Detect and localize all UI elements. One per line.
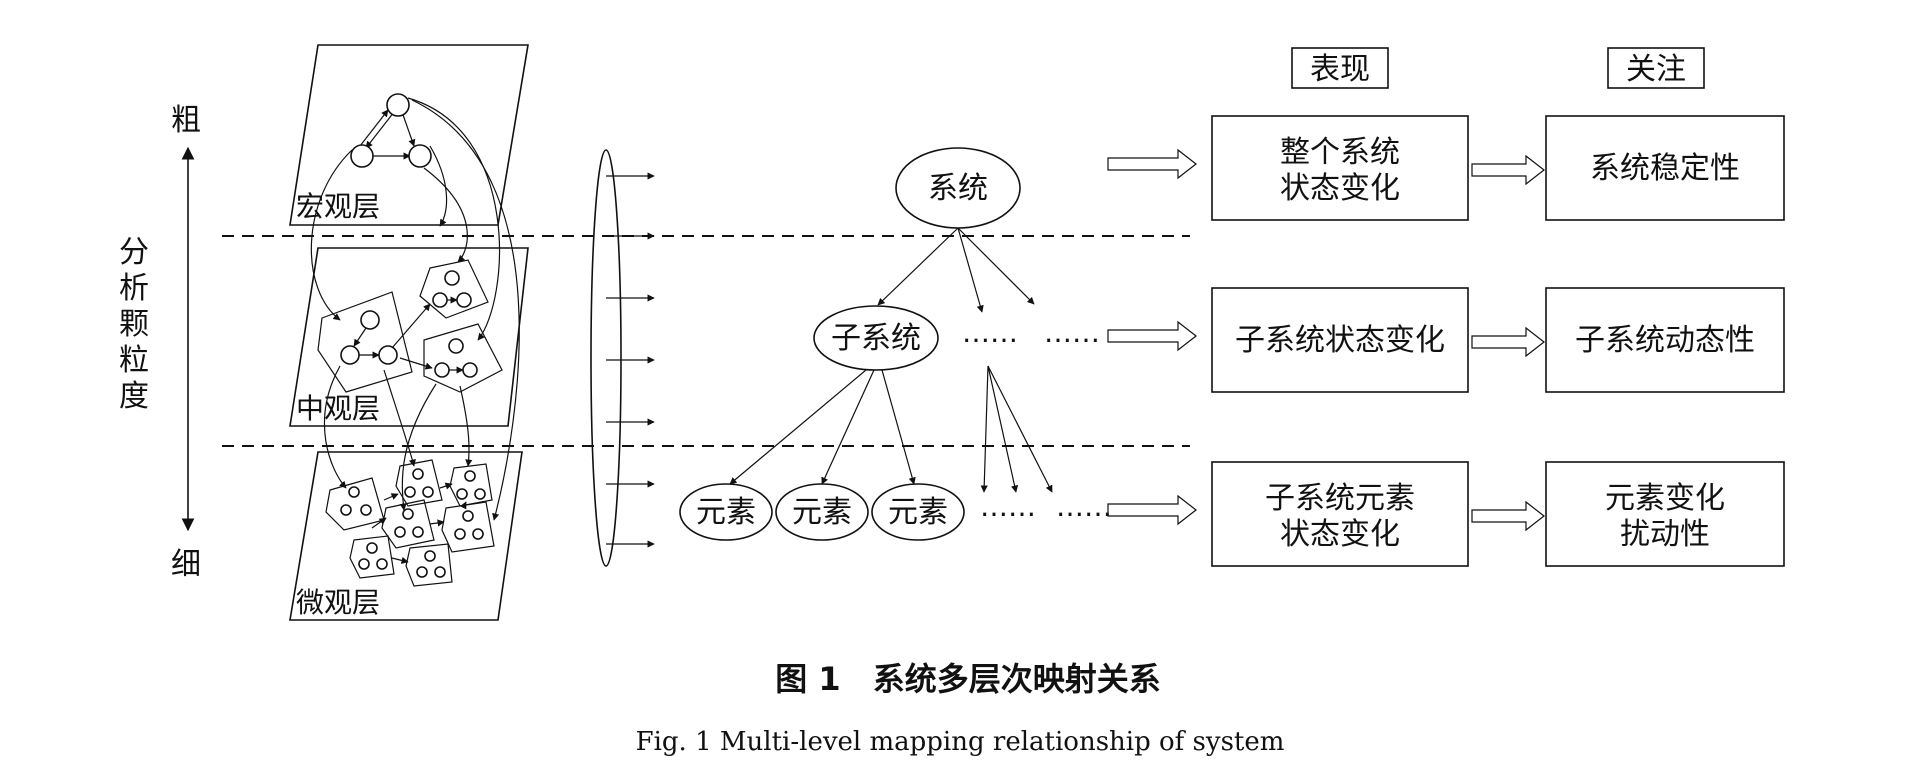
subsystem-label: 子系统	[831, 321, 921, 356]
axis-label-char-4: 粒	[119, 343, 149, 378]
row3-focus-box	[1545, 461, 1785, 567]
row2-manifestation-line1: 子系统状态变化	[1235, 323, 1445, 358]
meso-cluster-upper-right	[419, 259, 489, 319]
axis-fine-label: 细	[171, 547, 201, 582]
element-node-3	[871, 483, 965, 541]
ellipsis-bottom-1: ……	[980, 490, 1036, 523]
row1-manifestation-box	[1211, 115, 1469, 221]
macro-node-top	[386, 93, 410, 117]
meso-cluster-lower-right	[423, 323, 503, 393]
axis-label-char-3: 颗	[119, 307, 149, 342]
element-node-1	[679, 483, 773, 541]
arrow-row2-left	[1107, 320, 1197, 352]
row2-focus-line1: 子系统动态性	[1575, 323, 1755, 358]
meso-layer-label: 中观层	[296, 392, 380, 425]
axis-label-char-2: 析	[119, 271, 149, 306]
row3-manifestation-box	[1211, 461, 1469, 567]
row2-focus-box	[1545, 287, 1785, 393]
granularity-axis: 粗 细 分 析 颗 粒 度	[119, 103, 201, 582]
row3-manifestation-line1: 子系统元素	[1265, 481, 1415, 516]
ellipsis-mid-1: ……	[962, 316, 1018, 349]
meso-cluster-left	[317, 291, 413, 393]
element-label-3: 元素	[888, 495, 948, 530]
root-system-label: 系统	[928, 171, 988, 206]
subsystem-node	[813, 305, 939, 371]
axis-label-char-1: 分	[119, 235, 149, 270]
micro-layer-label: 微观层	[296, 586, 380, 619]
arrow-row3-left	[1107, 494, 1197, 526]
hierarchy-tree: 系统 子系统 …… …… 元素 元素 元素 …… ……	[679, 147, 1112, 541]
caption-chinese: 图 1 系统多层次映射关系	[775, 660, 1160, 698]
axis-coarse-label: 粗	[171, 103, 201, 138]
arrow-row1-left	[1107, 148, 1197, 180]
element-label-2: 元素	[792, 495, 852, 530]
meso-layer: 中观层	[289, 247, 529, 427]
element-label-1: 元素	[696, 495, 756, 530]
row-3: 子系统元素 状态变化 元素变化 扰动性	[1211, 461, 1785, 567]
arrow-row1-right	[1471, 154, 1545, 186]
row1-manifestation-line1: 整个系统	[1280, 135, 1400, 170]
row2-manifestation-box	[1211, 287, 1469, 393]
row1-manifestation-line2: 状态变化	[1280, 171, 1400, 206]
cross-layer-links	[310, 97, 520, 521]
row3-focus-line2: 扰动性	[1620, 517, 1710, 552]
row-2: 子系统状态变化 子系统动态性	[1211, 287, 1785, 393]
macro-node-left	[350, 144, 374, 168]
header-manifestation-box	[1291, 47, 1389, 89]
arrow-row2-right	[1471, 326, 1545, 358]
element-node-2	[775, 483, 869, 541]
macro-node-right	[408, 144, 432, 168]
macro-layer-label: 宏观层	[296, 190, 380, 223]
column-headers: 表现 关注	[1291, 47, 1705, 89]
micro-layer: 微观层	[289, 451, 523, 621]
axis-label-char-5: 度	[119, 379, 149, 414]
ellipsis-mid-2: ……	[1044, 316, 1100, 349]
hollow-arrows	[1107, 148, 1545, 532]
row-1: 整个系统 状态变化 系统稳定性	[1211, 115, 1785, 221]
macro-layer: 宏观层	[289, 44, 529, 226]
caption-english: Fig. 1 Multi-level mapping relationship …	[636, 727, 1285, 757]
row3-focus-line1: 元素变化	[1605, 481, 1725, 516]
arrow-row3-right	[1471, 500, 1545, 532]
ellipsis-bottom-2: ……	[1056, 490, 1112, 523]
header-focus-box	[1607, 47, 1705, 89]
row1-focus-line1: 系统稳定性	[1590, 151, 1740, 186]
row1-focus-box	[1545, 115, 1785, 221]
header-manifestation: 表现	[1310, 52, 1370, 87]
mapping-ellipse	[590, 149, 655, 567]
header-focus: 关注	[1626, 52, 1686, 87]
row3-manifestation-line2: 状态变化	[1280, 517, 1400, 552]
